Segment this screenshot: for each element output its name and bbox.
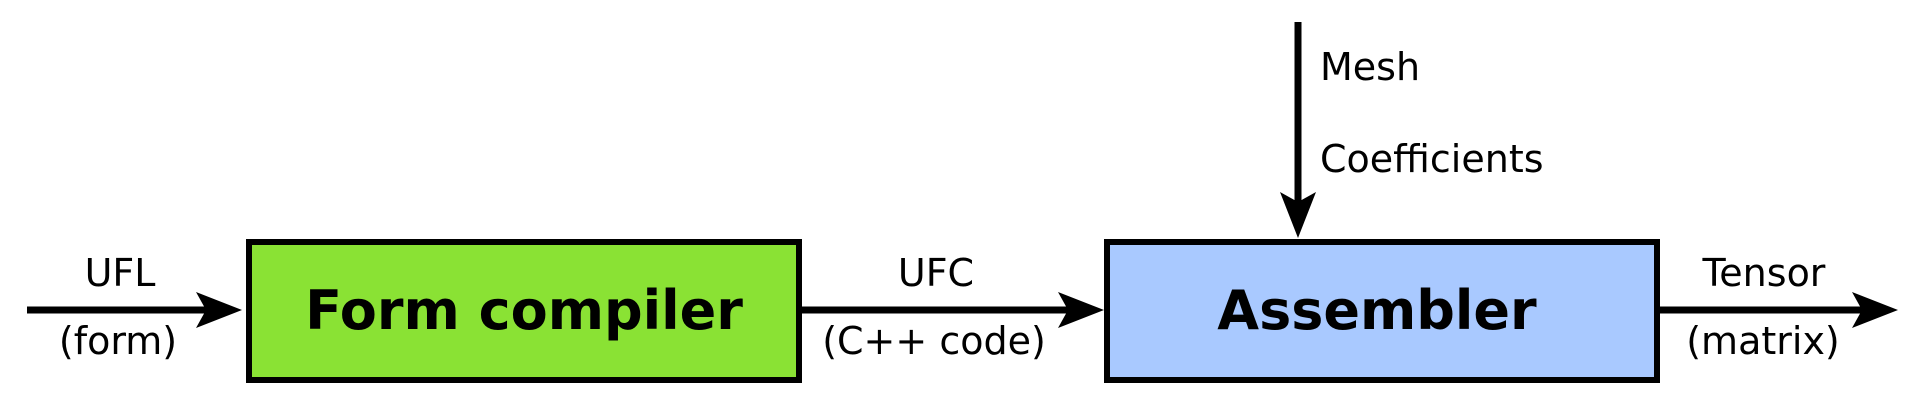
edge-middle-arrowhead — [1058, 292, 1104, 328]
edge-top-input-label-coefficients: Coefficients — [1320, 137, 1544, 181]
edge-top-input: Mesh Coefficients — [1280, 22, 1544, 238]
node-form-compiler: Form compiler — [246, 239, 802, 383]
edge-top-input-label-mesh: Mesh — [1320, 45, 1420, 89]
edge-output-bottom-label: (matrix) — [1686, 319, 1840, 363]
assembler-box — [1104, 239, 1660, 383]
edge-output-arrowhead — [1852, 292, 1898, 328]
edge-output-top-label: Tensor — [1702, 251, 1826, 295]
form-compiler-label: Form compiler — [305, 279, 743, 342]
edge-input-top-label: UFL — [85, 251, 156, 295]
edge-output: Tensor (matrix) — [1659, 251, 1898, 363]
edge-middle: UFC (C++ code) — [801, 251, 1104, 363]
edge-middle-bottom-label: (C++ code) — [822, 319, 1046, 363]
edge-input-bottom-label: (form) — [59, 319, 177, 363]
edge-input: UFL (form) — [27, 251, 242, 363]
edge-middle-top-label: UFC — [898, 251, 974, 295]
edge-input-arrowhead — [196, 292, 242, 328]
form-compiler-box — [246, 239, 802, 383]
node-assembler: Assembler — [1104, 239, 1660, 383]
assembler-label: Assembler — [1217, 279, 1537, 342]
edge-top-input-arrowhead — [1280, 192, 1316, 238]
